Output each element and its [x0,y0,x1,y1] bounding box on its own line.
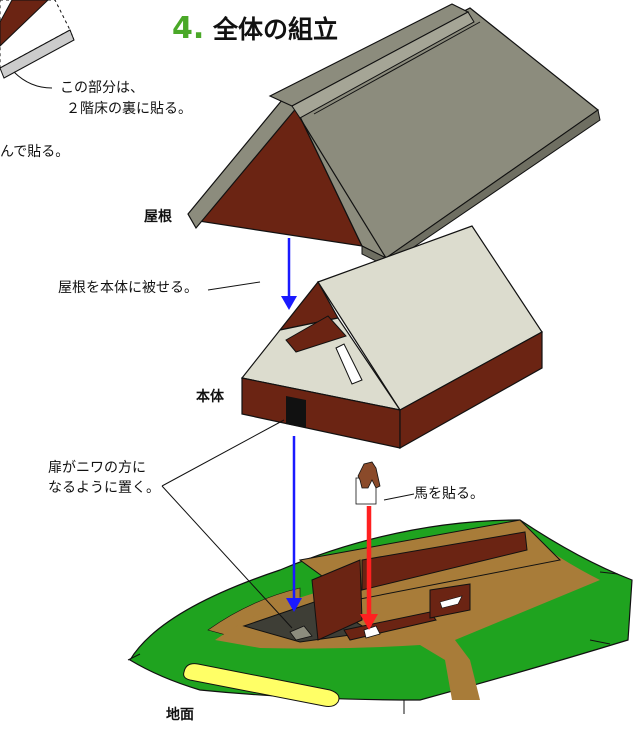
arrow-body-to-ground [286,436,302,612]
label-body: 本体 [196,389,224,405]
leader-line-horse [383,493,415,501]
step-title: 全体の組立 [213,15,339,44]
arrow-roof-to-body [281,238,297,310]
label-ground: 地面 [166,707,194,723]
page-title: 4. 全体の組立 [172,10,338,46]
label-under-floor-line1: この部分は、 [60,80,144,96]
label-roof-instruction: 屋根を本体に被せる。 [58,280,198,296]
roof [187,3,601,267]
label-door-line2: なるように置く。 [48,480,160,496]
leader-line-under-floor [13,71,53,89]
leader-line-roof [207,281,261,291]
horse-figure [355,461,381,505]
label-roof: 屋根 [144,209,172,225]
arrow-horse-to-floor [360,506,378,630]
leader-line-door [161,419,293,629]
label-under-floor-line2: ２階床の裏に貼る。 [66,101,192,117]
label-door-line1: 扉がニワの方に [48,460,146,476]
step-number: 4. [172,11,205,46]
house-body [240,225,543,450]
paper-piece-fragment [0,0,75,79]
label-horse: 馬を貼る。 [414,486,484,502]
label-fold-paste: んで貼る。 [0,144,70,160]
ground-board [127,519,633,714]
